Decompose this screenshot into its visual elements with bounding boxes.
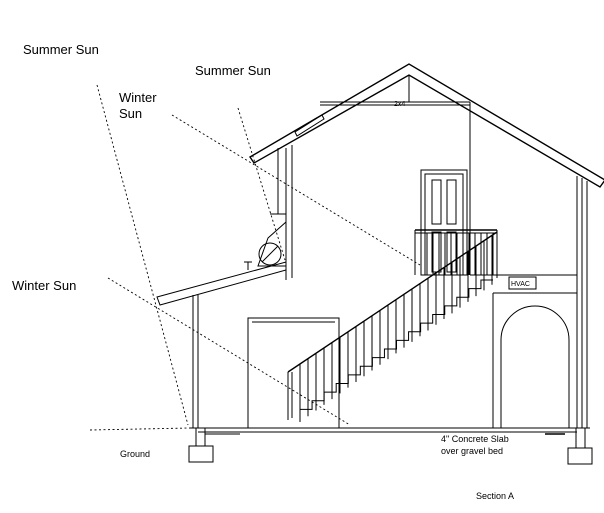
summer-sun-label-lower: Summer Sun: [195, 63, 271, 78]
winter-sun-ray-upper: [171, 114, 421, 266]
ground-label: Ground: [120, 449, 150, 459]
hvac-label: HVAC: [511, 281, 530, 288]
foundation: [188, 427, 593, 465]
section-label: Section A: [476, 491, 514, 501]
winter-sun-ray-lower: [107, 277, 351, 426]
walls: [192, 102, 588, 428]
winter-sun-label-upper-1: Winter: [119, 90, 157, 105]
lower-doorway: [247, 317, 340, 428]
balcony-railing: [414, 229, 498, 278]
summer-sun-ray-steep: [96, 84, 189, 426]
arched-opening: [500, 305, 570, 428]
winter-sun-label-upper-2: Sun: [119, 106, 142, 121]
slab-label-line1: 4" Concrete Slab: [441, 434, 509, 444]
summer-sun-label-upper: Summer Sun: [23, 42, 99, 57]
main-roof: 2x4: [249, 63, 604, 188]
ground-line: [89, 427, 590, 431]
beam-label: 2x4: [394, 101, 405, 108]
hvac-unit: HVAC: [508, 276, 537, 290]
slab-label-line2: over gravel bed: [441, 446, 503, 456]
sun-rays: [96, 84, 421, 426]
staircase: [287, 231, 498, 422]
sunroom-roof: [156, 148, 287, 306]
winter-sun-label-lower: Winter Sun: [12, 278, 76, 293]
